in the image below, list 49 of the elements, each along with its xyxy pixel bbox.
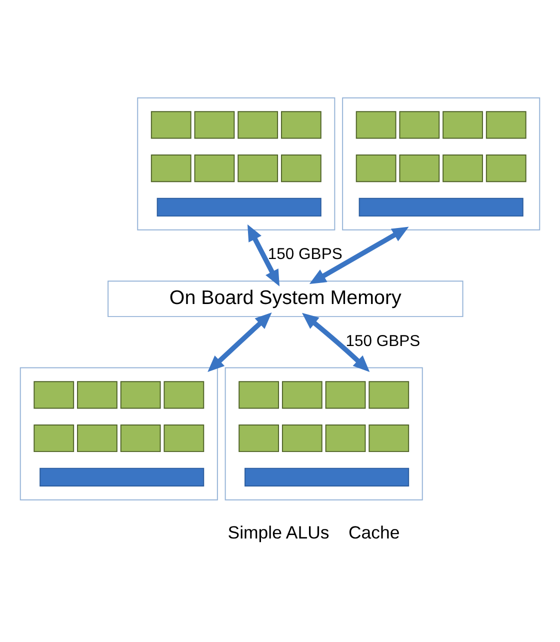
node-box [282,381,322,409]
node-box [238,154,278,182]
node-box [238,381,280,409]
node-box [164,381,204,409]
cluster [342,97,540,230]
node-box [150,111,192,139]
cluster [224,367,423,500]
node-box [194,111,235,139]
edge-label: 150 GBPS [346,332,420,350]
node-box [238,111,278,139]
edge-label: 150 GBPS [268,246,342,264]
node-box [486,111,526,139]
node-box [120,381,161,409]
node-bar [358,198,524,217]
node-box [325,381,366,409]
node-box [399,111,440,139]
arrow [208,312,272,372]
node-box [368,424,410,452]
label: Simple ALUs [228,522,330,543]
node-box [120,424,161,452]
node-box [164,424,204,452]
node-box [486,154,526,182]
node-box [34,424,74,452]
node-box [238,424,280,452]
arrow [302,312,370,372]
node-box [368,381,410,409]
node-box [442,154,483,182]
node-bar [244,468,410,487]
arrow [309,226,409,284]
node-box [34,381,74,409]
node-box [150,154,192,182]
node-box [77,424,118,452]
node-box [280,111,322,139]
label: Cache [348,522,400,543]
node-box [280,154,322,182]
node-box: On Board System Memory [108,280,464,318]
arrow [247,224,280,286]
node-box [399,154,440,182]
node-box [442,111,483,139]
node-box [356,111,396,139]
node-box [194,154,235,182]
node-box [282,424,322,452]
node-box [77,381,118,409]
cluster [137,97,336,230]
node-box [356,154,396,182]
cluster [20,367,218,500]
node-bar [40,468,204,487]
node-bar [156,198,322,217]
node-box [325,424,366,452]
